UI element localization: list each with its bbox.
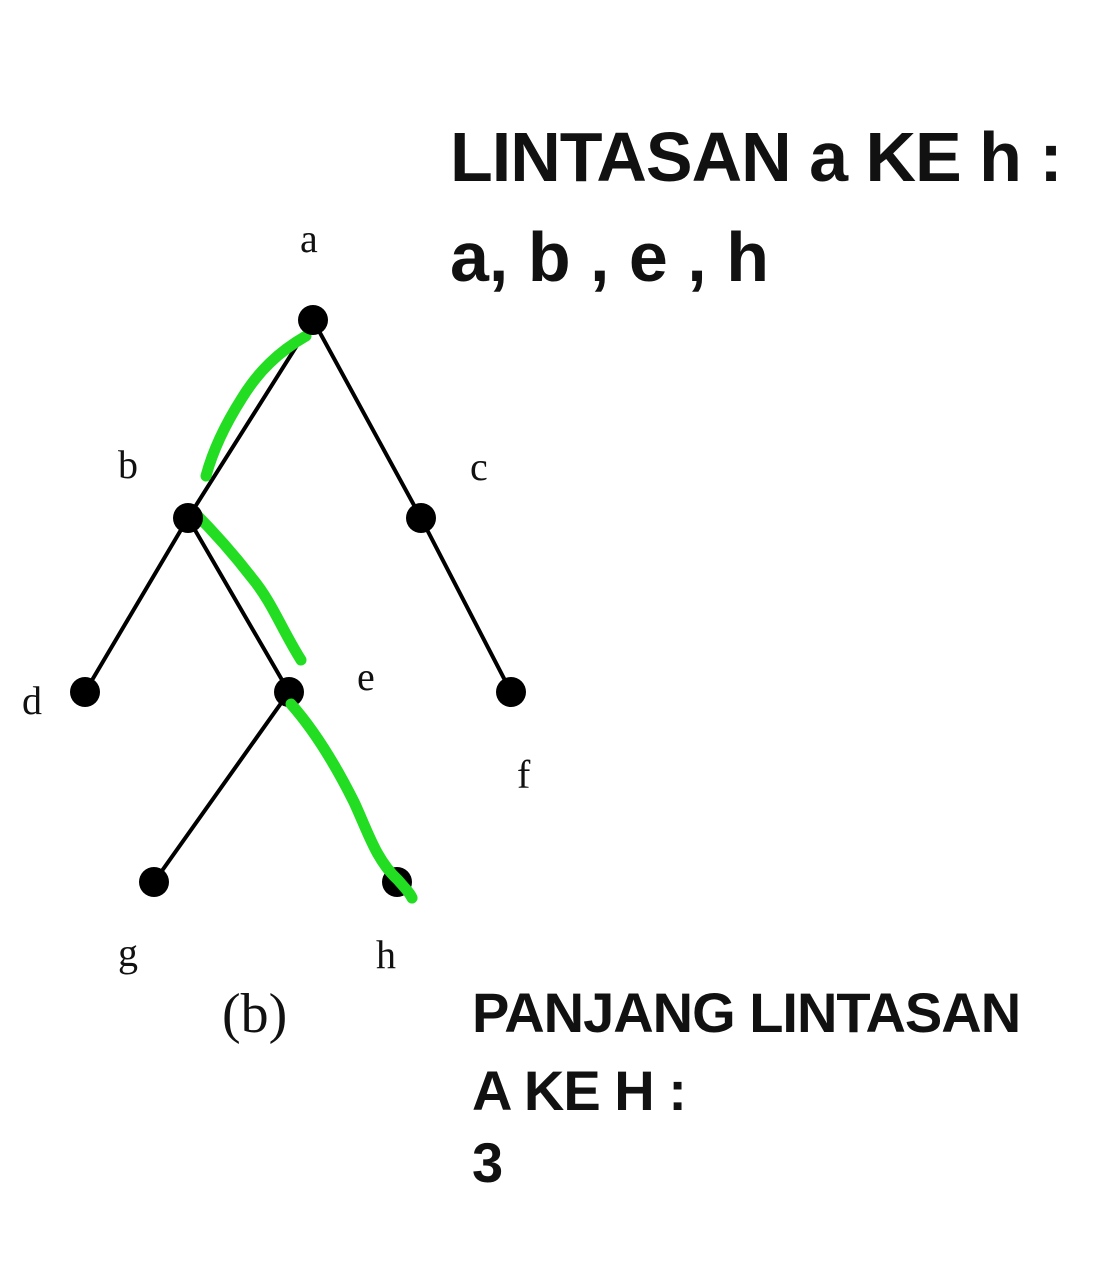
edge-a-c [311, 318, 423, 520]
node-label-f: f [517, 752, 531, 797]
node-f [496, 677, 526, 707]
node-b [173, 503, 203, 533]
node-a [298, 305, 328, 335]
length-title-line1: PANJANG LINTASAN [472, 981, 1021, 1044]
node-label-d: d [22, 678, 42, 723]
node-label-g: g [118, 930, 138, 975]
highlighted-path [186, 330, 418, 904]
node-e [274, 677, 304, 707]
highlight-a-b [200, 330, 312, 482]
edge-e-g [152, 690, 291, 884]
figure-caption: (b) [222, 983, 287, 1045]
path-title: LINTASAN a KE h : [450, 118, 1063, 196]
node-label-e: e [357, 654, 375, 699]
node-d [70, 677, 100, 707]
length-title-line2: A KE H : [472, 1059, 687, 1122]
edge-a-b [186, 318, 315, 520]
edge-c-f [419, 516, 513, 694]
path-sequence: a, b , e , h [450, 218, 769, 296]
tree-edges [83, 318, 513, 884]
tree-node-labels: a b c d e f g h [22, 216, 531, 977]
node-label-b: b [118, 442, 138, 487]
node-c [406, 503, 436, 533]
node-label-h: h [376, 932, 396, 977]
highlight-b-e [186, 504, 307, 666]
edge-b-d [83, 516, 190, 694]
node-label-c: c [470, 444, 488, 489]
edge-b-e [186, 516, 291, 694]
node-g [139, 867, 169, 897]
highlight-e-h-overlay [285, 698, 418, 904]
node-label-a: a [300, 216, 318, 261]
length-value: 3 [472, 1131, 504, 1194]
